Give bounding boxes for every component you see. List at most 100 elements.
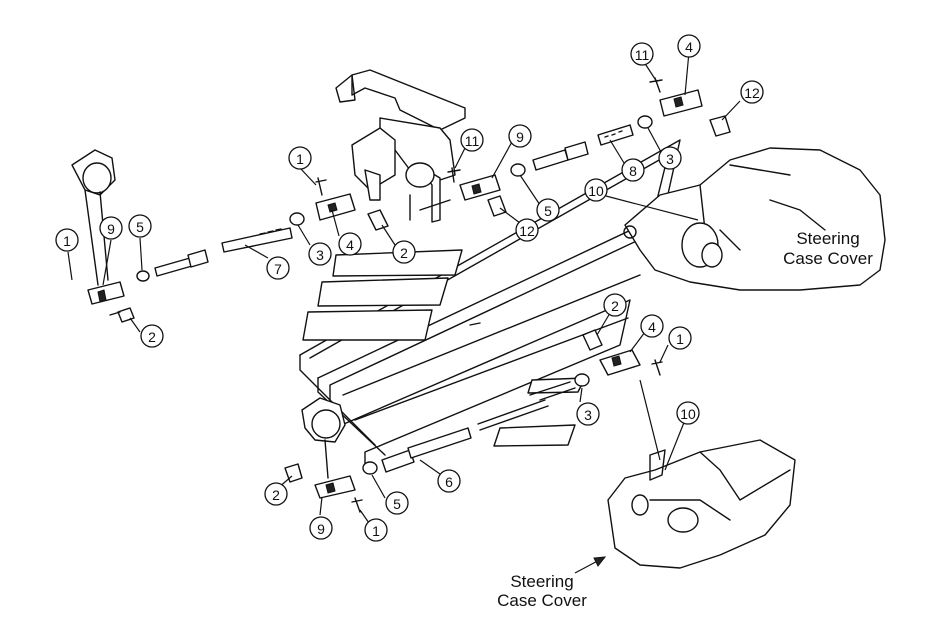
callout-circle [55,228,79,252]
callout-5: 5 [385,491,409,515]
label-steering-case-cover-upper-line1: Steering [796,229,859,248]
callout-circle [668,326,692,350]
callout-10: 10 [584,178,608,202]
steering-case-cover-upper [623,147,886,291]
callout-1: 1 [288,146,312,170]
callout-number: 5 [136,219,144,235]
linkage-lower [284,329,663,513]
callout-circle [308,242,332,266]
callout-circle [740,80,764,104]
callout-group: 1 9 5 2 7 3 1 4 2 11 9 5 12 11 4 12 3 8 10 2 4 1 3 10 6 2 5 9 1 [55,34,764,542]
callout-circle [460,128,484,152]
callout-3: 3 [576,402,600,426]
callout-number: 3 [316,247,324,263]
callout-number: 5 [544,203,552,219]
callout-number: 12 [519,223,535,239]
callout-number: 10 [588,183,604,199]
callout-circle [658,146,682,170]
callout-circle [640,314,664,338]
callout-circle [584,178,608,202]
callout-number: 5 [393,496,401,512]
steering-case-cover-lower [607,439,796,569]
callout-7: 7 [266,256,290,280]
label-steering-case-cover-lower-line2: Case Cover [497,591,587,610]
callout-9: 9 [508,124,532,148]
callout-circle [309,516,333,540]
callout-5: 5 [128,214,152,238]
callout-number: 1 [372,523,380,539]
frame-outline [299,139,681,471]
callout-4: 4 [338,232,362,256]
callout-circle [515,218,539,242]
callout-circle [266,256,290,280]
callout-circle [508,124,532,148]
callout-12: 12 [515,218,539,242]
callout-number: 2 [611,298,619,314]
callout-number: 4 [346,237,354,253]
leader-lines [67,51,741,574]
callout-number: 9 [516,129,524,145]
callout-number: 2 [400,245,408,261]
callout-2: 2 [264,482,288,506]
callout-2: 2 [603,293,627,317]
lever-arm-lower [301,397,346,479]
callout-circle [385,491,409,515]
callout-number: 3 [666,151,674,167]
callout-number: 9 [317,521,325,537]
linkage-left [87,177,389,323]
callout-number: 11 [465,133,480,149]
callout-3: 3 [308,242,332,266]
callout-9: 9 [309,516,333,540]
callout-number: 1 [296,151,304,167]
callout-number: 2 [148,329,156,345]
callout-circle [603,293,627,317]
callout-number: 10 [680,406,696,422]
callout-circle [128,214,152,238]
callout-8: 8 [621,158,645,182]
callout-number: 4 [648,319,656,335]
callout-circle [140,324,164,348]
callout-circle [676,401,700,425]
callout-circle [264,482,288,506]
callout-circle [392,240,416,264]
callout-circle [621,158,645,182]
callout-2: 2 [140,324,164,348]
callout-9: 9 [99,216,123,240]
callout-circle [437,469,461,493]
callout-number: 8 [629,163,637,179]
callout-11: 11 [630,42,654,66]
callout-circle [677,34,701,58]
callout-number: 1 [676,331,684,347]
callout-number: 2 [272,487,280,503]
callout-circle [364,518,388,542]
callout-number: 12 [744,85,760,101]
callout-circle [630,42,654,66]
callout-4: 4 [640,314,664,338]
callout-number: 9 [107,221,115,237]
callout-circle [576,402,600,426]
linkage-center [447,77,731,217]
callout-10: 10 [676,401,700,425]
label-steering-case-cover-lower-line1: Steering [510,572,573,591]
callout-6: 6 [437,469,461,493]
callout-2: 2 [392,240,416,264]
callout-4: 4 [677,34,701,58]
callout-circle [99,216,123,240]
callout-11: 11 [460,128,484,152]
callout-5: 5 [536,198,560,222]
callout-number: 4 [685,39,693,55]
callout-1: 1 [668,326,692,350]
label-steering-case-cover-upper-line2: Case Cover [783,249,873,268]
callout-circle [338,232,362,256]
callout-number: 7 [274,261,282,277]
callout-number: 11 [635,47,650,63]
control-tower-assembly [335,69,466,223]
callout-number: 1 [63,233,71,249]
callout-1: 1 [55,228,79,252]
callout-circle [536,198,560,222]
callout-circle [288,146,312,170]
callout-number: 3 [584,407,592,423]
callout-number: 6 [445,474,453,490]
